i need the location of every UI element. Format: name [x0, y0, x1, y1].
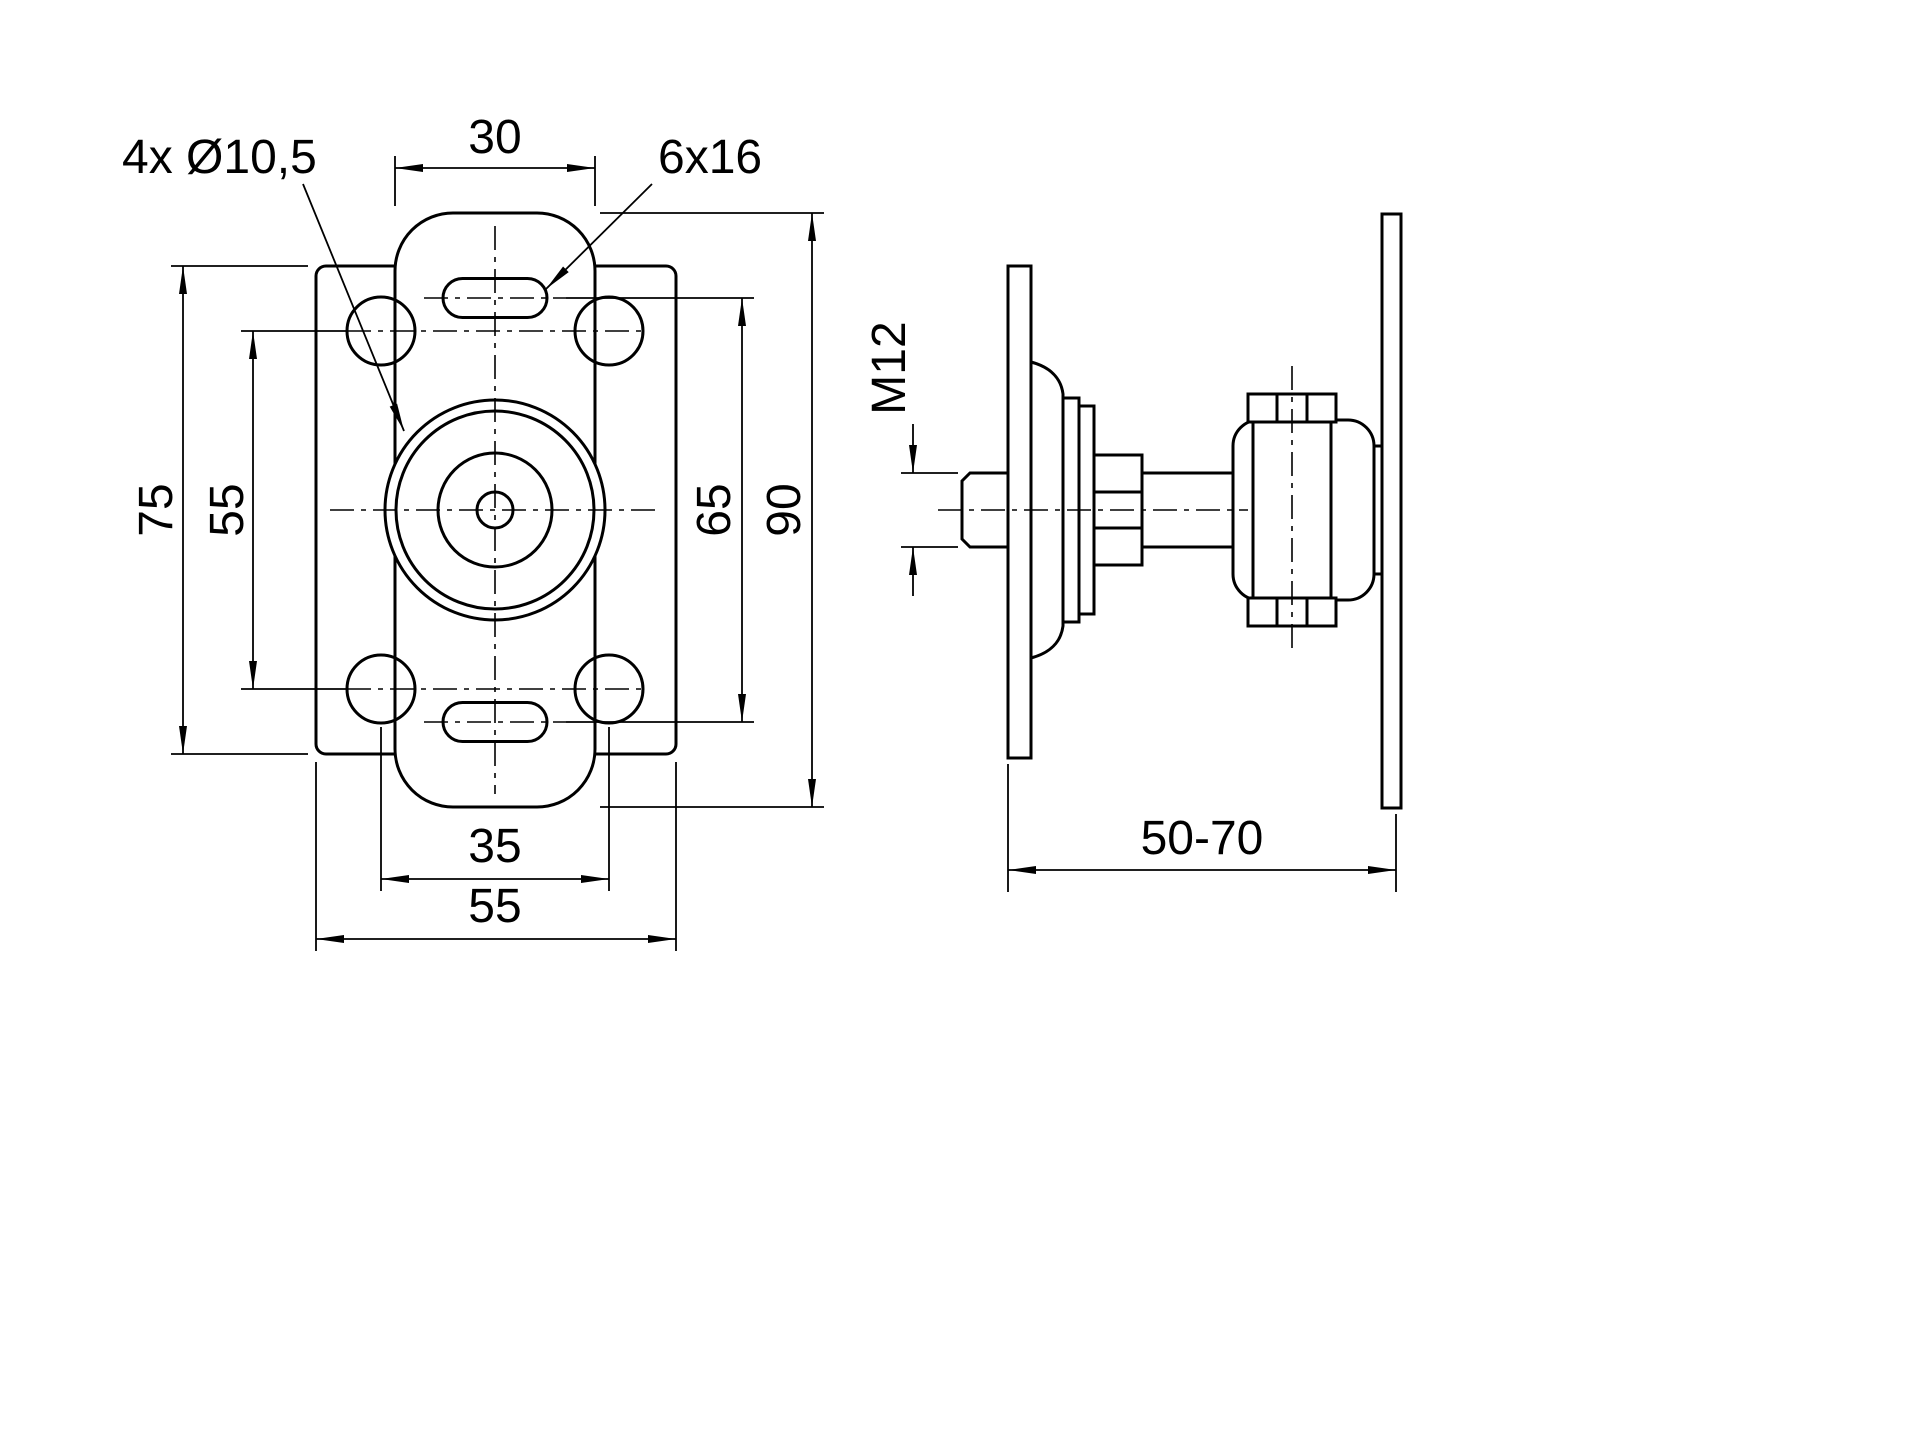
side-view: M12 50-70 — [863, 212, 1403, 892]
plate-width-dim-label: 55 — [468, 880, 521, 933]
side-back-plate — [1006, 264, 1033, 760]
hole-spacing-horizontal-dim-label: 35 — [468, 820, 521, 873]
holes-callout-leader — [302, 183, 405, 432]
slot-spacing-dim-label: 65 — [688, 483, 741, 536]
thread-dim-label: M12 — [863, 321, 916, 414]
slot-callout-label: 6x16 — [658, 131, 762, 184]
strap-width-dim-label: 30 — [468, 111, 521, 164]
side-strap-plate — [1380, 212, 1403, 810]
strap-height-dim-label: 90 — [758, 483, 811, 536]
hole-spacing-vertical-dim-label: 55 — [201, 483, 254, 536]
adjustment-range-dim-label: 50-70 — [1141, 812, 1264, 865]
front-view: 30 4x Ø10,5 6x16 75 55 65 90 35 — [122, 111, 824, 951]
plate-height-dim-label: 75 — [130, 483, 183, 536]
slot-callout-leader — [545, 183, 653, 290]
holes-callout-label: 4x Ø10,5 — [122, 131, 317, 184]
